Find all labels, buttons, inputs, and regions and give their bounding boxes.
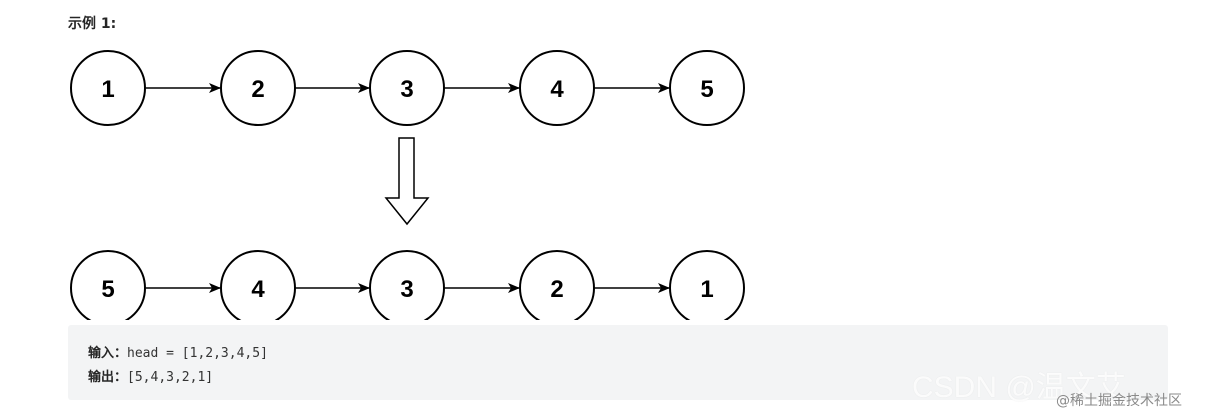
- output-key: 输出：: [88, 370, 128, 385]
- csdn-watermark: CSDN @温文艾: [912, 371, 1126, 404]
- output-node: 4: [220, 250, 296, 320]
- output-node: 2: [519, 250, 595, 320]
- output-node-label: 1: [700, 276, 713, 303]
- input-value: head = [1,2,3,4,5]: [127, 346, 268, 361]
- input-node-label: 3: [400, 76, 413, 103]
- input-node: 3: [369, 50, 445, 126]
- output-node: 5: [70, 250, 146, 320]
- input-node-label: 1: [101, 76, 114, 103]
- example-code-block: 输入：head = [1,2,3,4,5] 输出：[5,4,3,2,1]: [68, 325, 1168, 400]
- input-node: 2: [220, 50, 296, 126]
- input-node-label: 2: [251, 76, 264, 103]
- down-arrow-icon: [384, 137, 430, 226]
- juejin-watermark: @稀土掘金技术社区: [1056, 393, 1182, 409]
- output-value: [5,4,3,2,1]: [127, 370, 214, 385]
- output-node: 1: [669, 250, 745, 320]
- linked-list-diagram: 1 2 3 4 5 5 4: [70, 50, 745, 320]
- output-node-label: 2: [550, 276, 563, 303]
- input-node: 4: [519, 50, 595, 126]
- example-title: 示例 1:: [68, 16, 117, 32]
- output-node-label: 4: [251, 276, 265, 303]
- output-node: 3: [369, 250, 445, 320]
- input-node-label: 5: [700, 76, 713, 103]
- output-list: 5 4 3 2 1: [70, 250, 745, 320]
- input-node: 1: [70, 50, 146, 126]
- input-line: 输入：head = [1,2,3,4,5]: [88, 342, 268, 361]
- input-list: 1 2 3 4 5: [70, 50, 745, 126]
- input-node: 5: [669, 50, 745, 126]
- input-key: 输入：: [88, 346, 128, 361]
- output-line: 输出：[5,4,3,2,1]: [88, 366, 213, 385]
- input-node-label: 4: [550, 76, 564, 103]
- output-node-label: 5: [101, 276, 114, 303]
- output-node-label: 3: [400, 276, 413, 303]
